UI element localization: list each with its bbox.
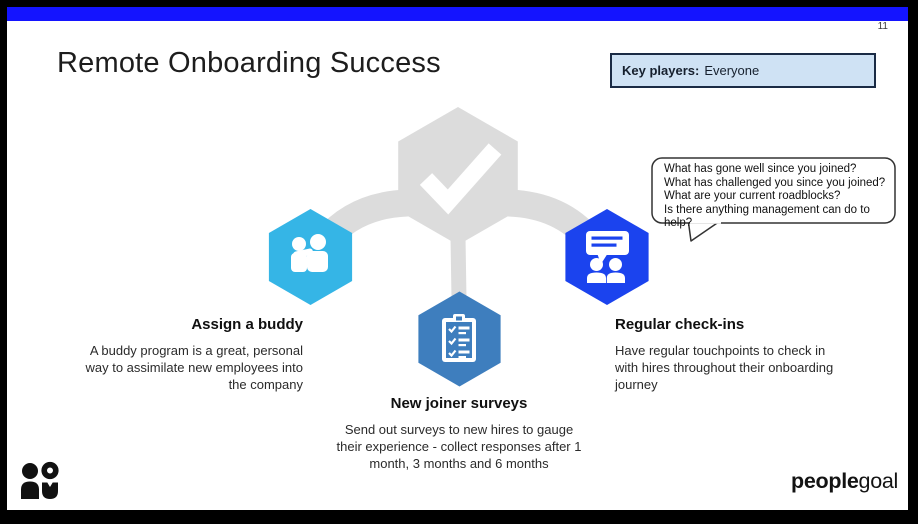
speech-line: Is there anything management can do to h… bbox=[664, 203, 870, 230]
speech-line: What are your current roadblocks? bbox=[664, 190, 841, 202]
speech-line: What has challenged you since you joined… bbox=[664, 176, 886, 189]
checkin-hexagon bbox=[565, 209, 649, 305]
peoplegoal-wordmark: peoplegoal bbox=[791, 469, 898, 494]
slide-title: Remote Onboarding Success bbox=[57, 47, 441, 79]
checkmark-icon bbox=[419, 143, 502, 215]
column-assign-buddy: Assign a buddy A buddy program is a grea… bbox=[83, 316, 304, 393]
key-players-value: Everyone bbox=[704, 63, 760, 78]
speech-bubble-text: What has gone well since you joined? Wha… bbox=[664, 163, 889, 231]
key-players-box: Key players: Everyone bbox=[610, 53, 876, 88]
slide: 11 Remote Onboarding Success Key players… bbox=[7, 7, 908, 510]
column-heading: Assign a buddy bbox=[191, 316, 303, 333]
buddy-hexagon bbox=[268, 209, 353, 305]
column-heading: Regular check-ins bbox=[615, 316, 745, 333]
peoplegoal-mark-icon bbox=[21, 461, 59, 499]
speech-bubble bbox=[651, 157, 896, 242]
page-number: 11 bbox=[877, 21, 888, 32]
column-new-joiner-surveys: New joiner surveys Send out surveys to n… bbox=[333, 395, 585, 472]
column-body: Have regular touchpoints to check in wit… bbox=[615, 343, 834, 392]
column-body: Send out surveys to new hires to gauge t… bbox=[336, 422, 582, 471]
onboarding-diagram bbox=[268, 107, 896, 387]
column-regular-checkins: Regular check-ins Have regular touchpoin… bbox=[615, 316, 837, 393]
column-heading: New joiner surveys bbox=[390, 395, 528, 412]
speech-line: What has gone well since you joined? bbox=[664, 163, 857, 175]
key-players-label: Key players: bbox=[622, 63, 700, 78]
buddy-people-icon bbox=[291, 234, 328, 272]
top-accent-bar bbox=[7, 7, 908, 21]
checkin-meeting-icon bbox=[586, 231, 629, 283]
survey-hexagon bbox=[418, 291, 501, 387]
survey-clipboard-icon bbox=[442, 314, 476, 362]
wordmark-bold-part: people bbox=[791, 469, 859, 493]
center-hexagon bbox=[398, 107, 518, 245]
column-body: A buddy program is a great, personal way… bbox=[85, 343, 304, 392]
wordmark-light-part: goal bbox=[858, 469, 899, 493]
